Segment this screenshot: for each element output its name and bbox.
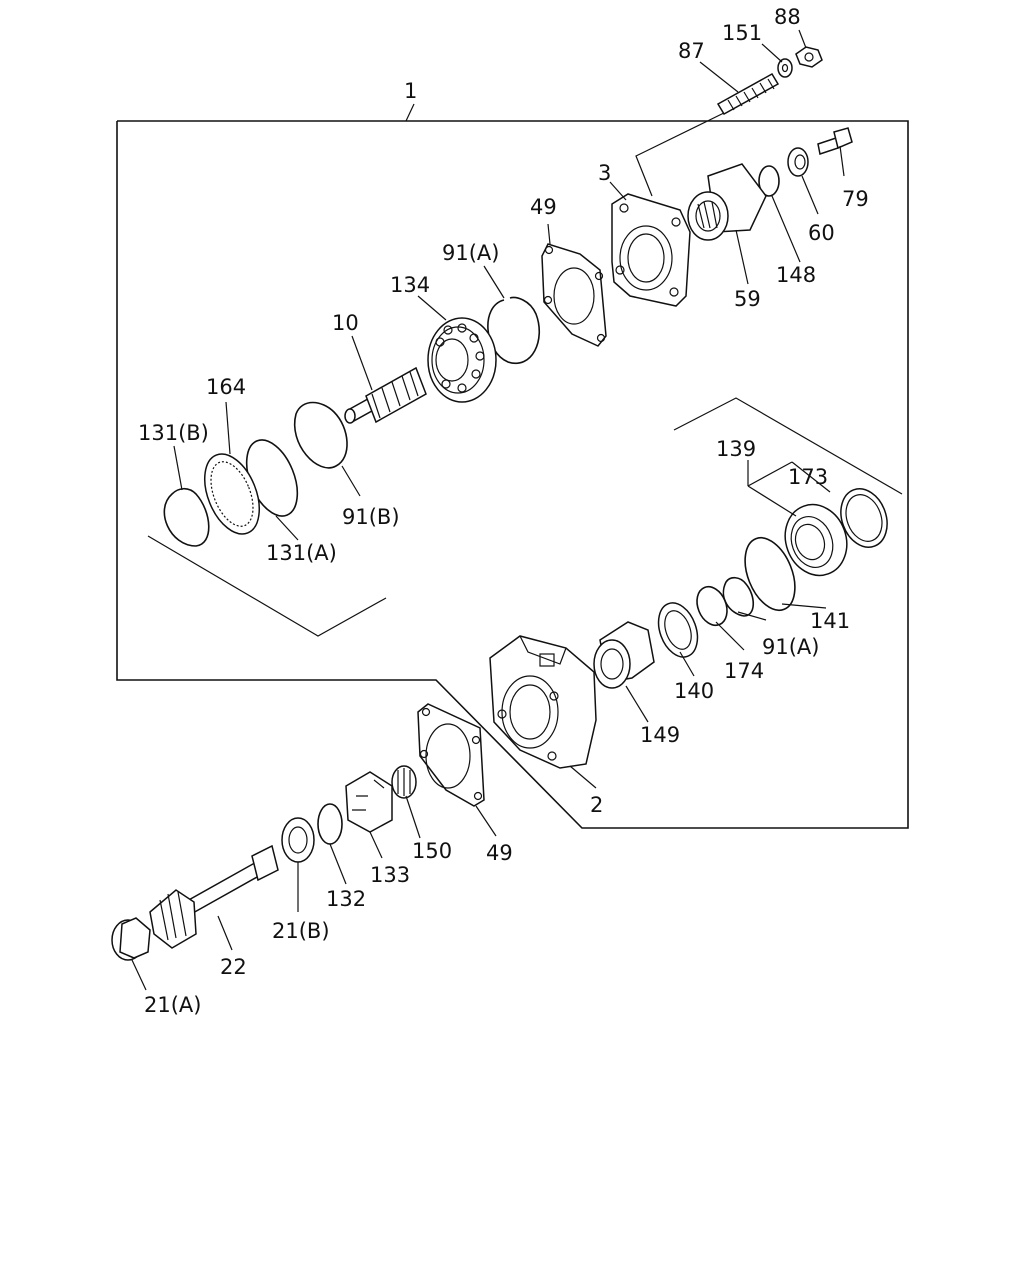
- label-139: 139: [716, 437, 756, 461]
- label-59: 59: [734, 287, 761, 311]
- ring-91b: [293, 401, 348, 469]
- housing-2: [489, 635, 597, 769]
- label-140: 140: [674, 679, 714, 703]
- bearing-134: [427, 317, 497, 403]
- ring-164: [203, 453, 261, 535]
- label-21b: 21(B): [272, 919, 330, 943]
- label-131a: 131(A): [266, 541, 337, 565]
- label-1: 1: [404, 79, 417, 103]
- leader-lines: [131, 29, 845, 991]
- gasket-49-upper: [541, 243, 607, 347]
- sleeve-133: [345, 771, 393, 833]
- ring-131b: [163, 487, 210, 547]
- assembly-outline: [116, 120, 909, 829]
- label-88: 88: [774, 5, 801, 29]
- label-132: 132: [326, 887, 366, 911]
- washer-151: [777, 58, 793, 78]
- bearing-21a: [111, 917, 151, 961]
- label-21a: 21(A): [144, 993, 201, 1017]
- label-60: 60: [808, 221, 835, 245]
- label-134: 134: [390, 273, 430, 297]
- label-131b: 131(B): [138, 421, 209, 445]
- stud-leader: [635, 109, 731, 197]
- shaft-22: [149, 844, 279, 949]
- label-49-lower: 49: [486, 841, 513, 865]
- shaft-10: [344, 366, 427, 424]
- cover-3: [611, 193, 691, 307]
- flange-59: [687, 163, 767, 241]
- gasket-49-lower: [417, 703, 485, 807]
- label-10: 10: [332, 311, 359, 335]
- subgroup-outline-left: [147, 535, 387, 637]
- label-49-upper: 49: [530, 195, 557, 219]
- washer-60: [787, 147, 809, 177]
- nut-88: [795, 46, 823, 68]
- label-173: 173: [788, 465, 828, 489]
- label-79: 79: [842, 187, 869, 211]
- bearing-21b: [281, 817, 315, 863]
- label-91b: 91(B): [342, 505, 400, 529]
- label-149: 149: [640, 723, 680, 747]
- stud-87: [716, 72, 780, 116]
- bolt-79: [817, 127, 853, 155]
- subgroup-outline-right: [673, 397, 903, 495]
- ring-132: [317, 803, 343, 845]
- label-174: 174: [724, 659, 764, 683]
- label-91a-upper: 91(A): [442, 241, 499, 265]
- label-87: 87: [678, 39, 705, 63]
- oring-141: [744, 537, 796, 611]
- label-141: 141: [810, 609, 850, 633]
- label-91a-lower: 91(A): [762, 635, 819, 659]
- label-148: 148: [776, 263, 816, 287]
- label-164: 164: [206, 375, 246, 399]
- label-151: 151: [722, 21, 762, 45]
- label-3: 3: [598, 161, 611, 185]
- bearing-149: [593, 621, 655, 689]
- snapring-91a-upper: [487, 296, 541, 365]
- label-2: 2: [590, 793, 603, 817]
- ring-173-inner: [845, 494, 883, 542]
- ring-174: [696, 585, 728, 627]
- ring-140: [657, 602, 699, 658]
- seal-139: [784, 503, 848, 577]
- label-22: 22: [220, 955, 247, 979]
- snapring-91a-lower: [722, 576, 755, 617]
- label-150: 150: [412, 839, 452, 863]
- oring-148: [758, 165, 780, 197]
- label-133: 133: [370, 863, 410, 887]
- bearing-150: [391, 765, 417, 799]
